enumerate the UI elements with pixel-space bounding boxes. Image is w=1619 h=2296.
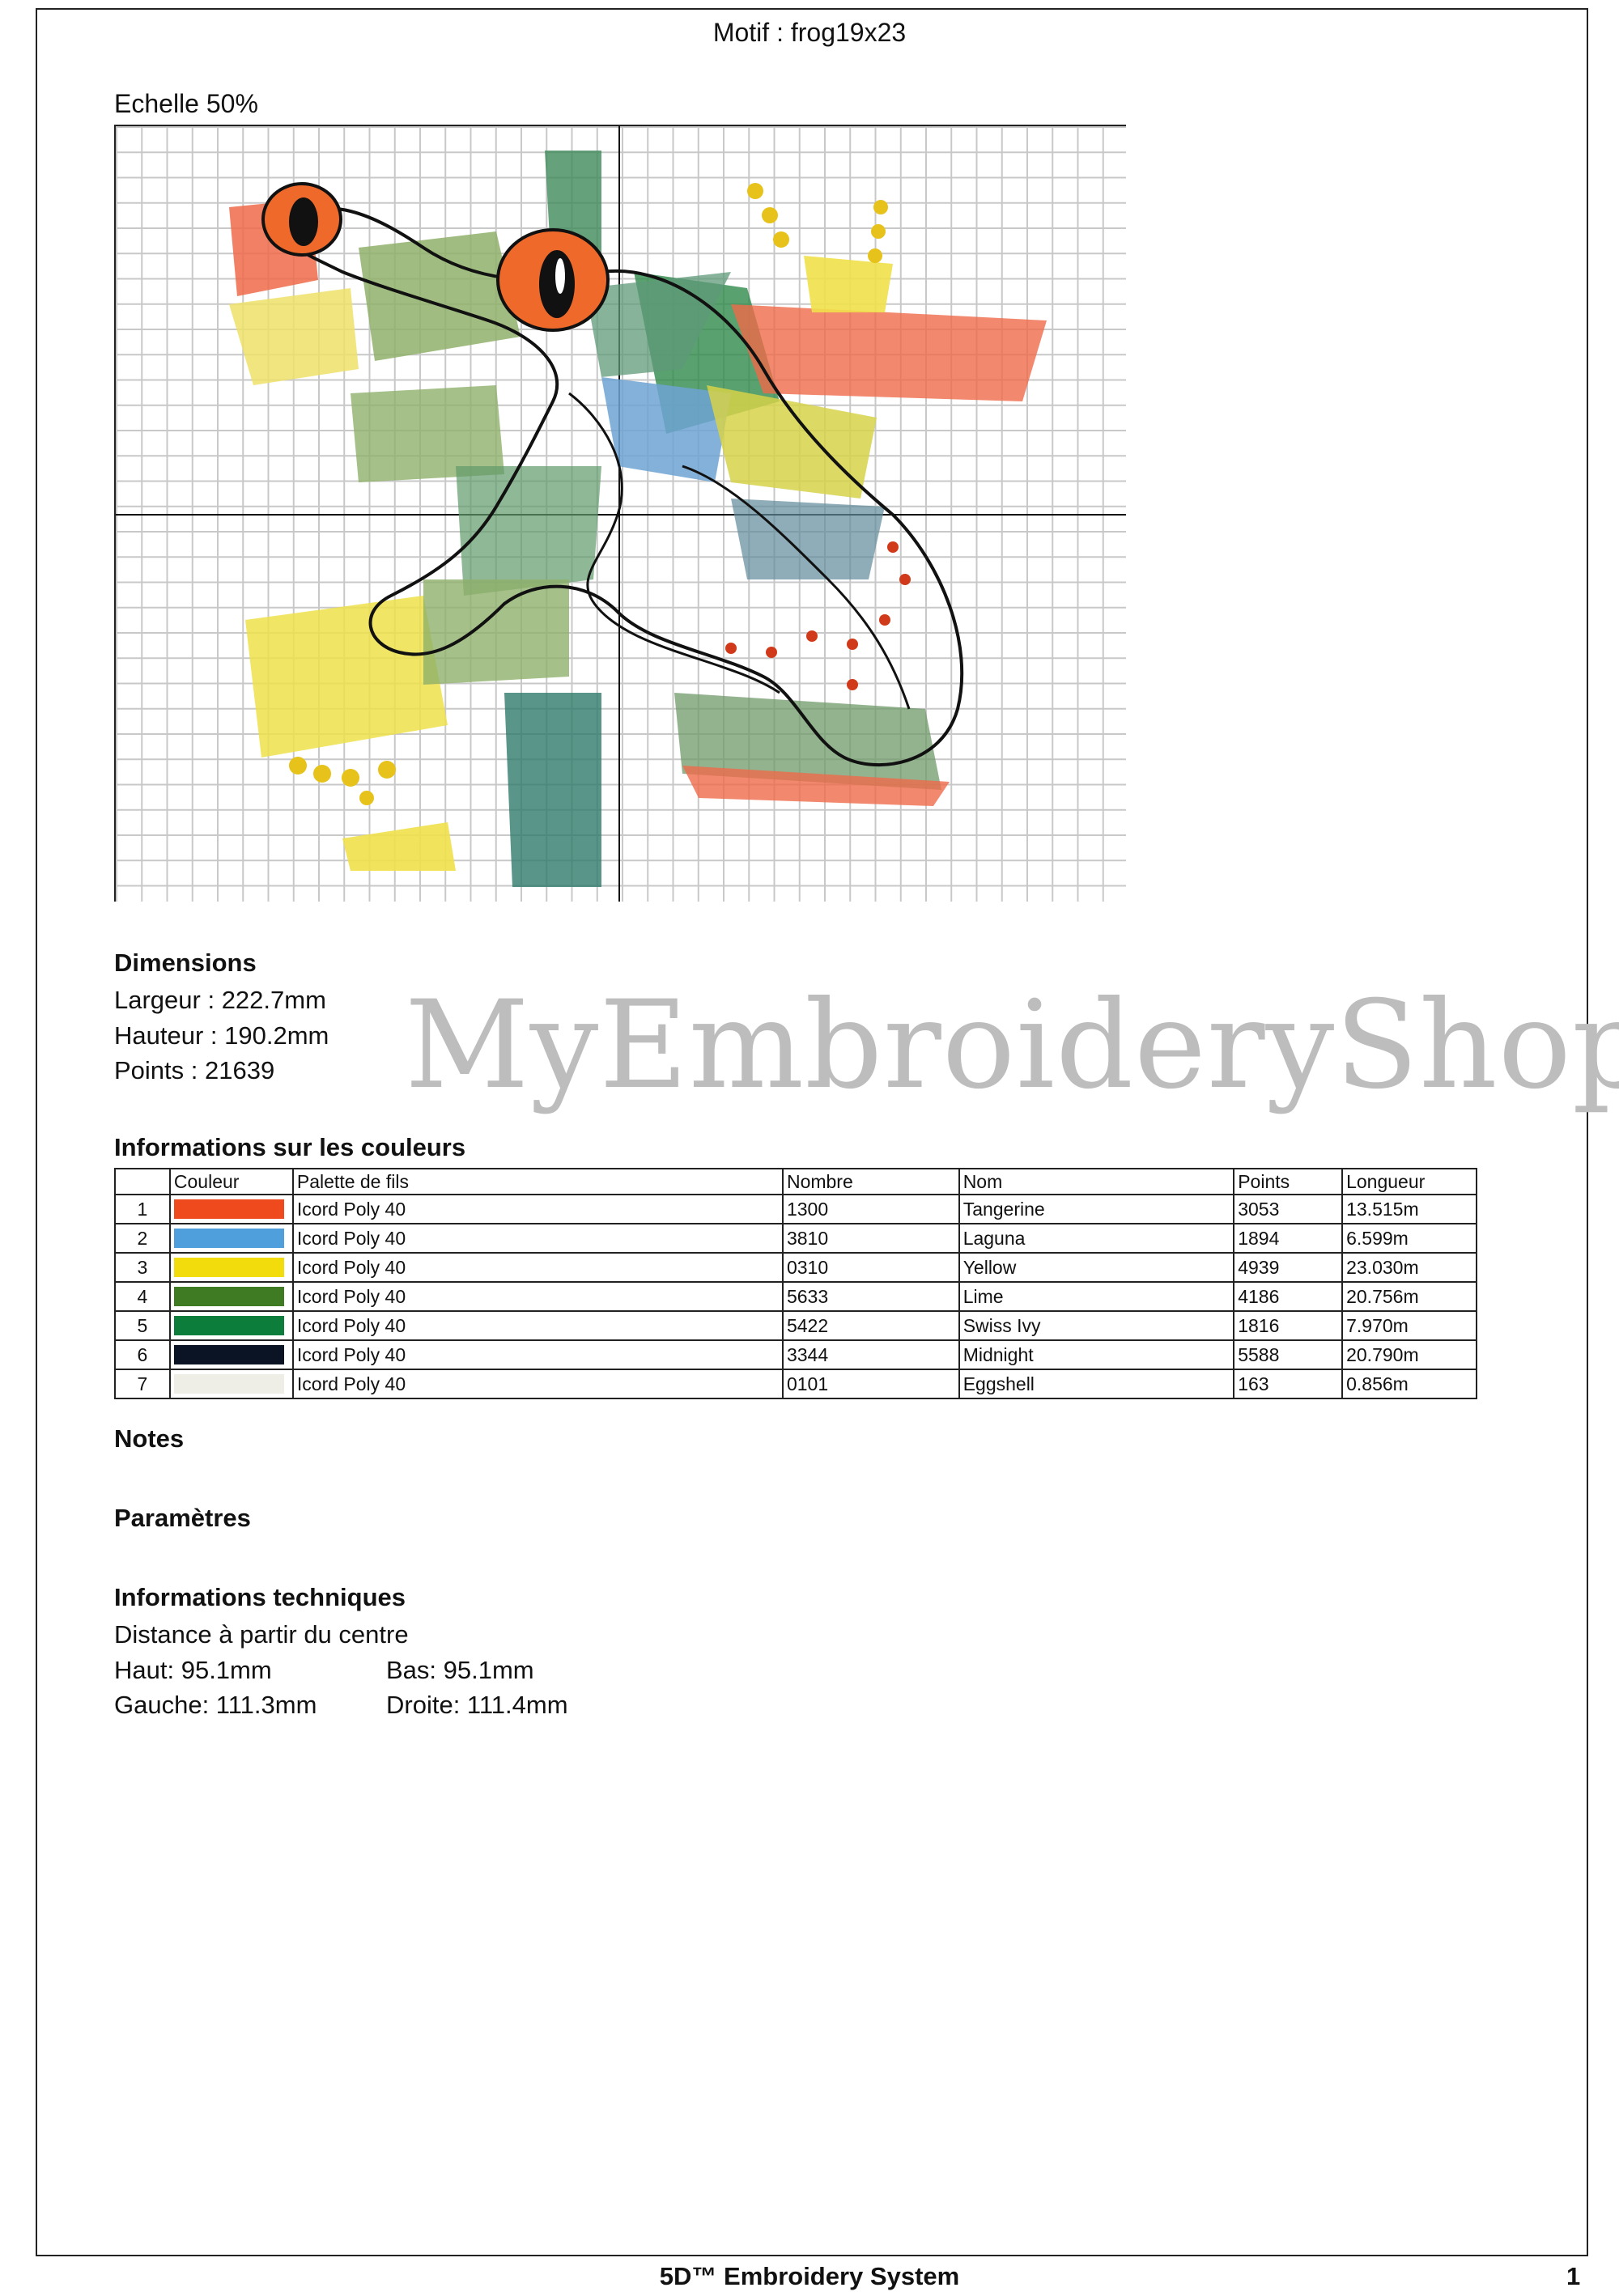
row-palette: Icord Poly 40 (291, 1369, 784, 1399)
row-palette: Icord Poly 40 (291, 1339, 784, 1370)
row-index: 3 (114, 1252, 171, 1283)
width-value: Largeur : 222.7mm (114, 986, 326, 1014)
row-palette: Icord Poly 40 (291, 1281, 784, 1312)
row-palette: Icord Poly 40 (291, 1194, 784, 1224)
points-value: Points : 21639 (114, 1056, 275, 1084)
row-number: 0310 (781, 1252, 960, 1283)
footer-system: 5D™ Embroidery System (659, 2262, 960, 2290)
row-index: 5 (114, 1310, 171, 1341)
row-points: 1816 (1233, 1310, 1344, 1341)
notes-title: Notes (114, 1424, 185, 1453)
row-length: 20.756m (1341, 1281, 1477, 1312)
color-swatch (168, 1252, 294, 1283)
row-number: 0101 (781, 1369, 960, 1399)
color-swatch (168, 1194, 294, 1224)
colors-title: Informations sur les couleurs (114, 1133, 466, 1161)
col-palette: Palette de fils (291, 1168, 784, 1195)
row-length: 6.599m (1341, 1223, 1477, 1254)
col-longueur: Longueur (1341, 1168, 1477, 1195)
thread-color-swatch (173, 1199, 284, 1219)
col-index (114, 1168, 171, 1195)
row-length: 13.515m (1341, 1194, 1477, 1224)
thread-color-swatch (173, 1287, 284, 1306)
row-number: 5633 (781, 1281, 960, 1312)
left-distance: Gauche: 111.3mm (114, 1691, 317, 1719)
row-name: Swiss Ivy (958, 1310, 1235, 1341)
row-number: 1300 (781, 1194, 960, 1224)
row-index: 7 (114, 1369, 171, 1399)
row-points: 163 (1233, 1369, 1344, 1399)
color-swatch (168, 1281, 294, 1312)
row-number: 5422 (781, 1310, 960, 1341)
thread-color-swatch (173, 1374, 284, 1394)
frog-embroidery-image (116, 126, 1126, 902)
thread-color-swatch (173, 1345, 284, 1364)
row-length: 20.790m (1341, 1339, 1477, 1370)
page-frame (36, 8, 1588, 2256)
row-points: 4186 (1233, 1281, 1344, 1312)
row-points: 5588 (1233, 1339, 1344, 1370)
row-index: 6 (114, 1339, 171, 1370)
row-name: Yellow (958, 1252, 1235, 1283)
page-number: 1 (1566, 2262, 1581, 2290)
row-index: 1 (114, 1194, 171, 1224)
right-distance: Droite: 111.4mm (386, 1691, 568, 1719)
top-distance: Haut: 95.1mm (114, 1656, 272, 1684)
row-points: 3053 (1233, 1194, 1344, 1224)
distance-subtitle: Distance à partir du centre (114, 1620, 409, 1649)
row-name: Tangerine (958, 1194, 1235, 1224)
motif-title: Motif : frog19x23 (712, 18, 907, 47)
height-value: Hauteur : 190.2mm (114, 1021, 329, 1050)
color-swatch (168, 1369, 294, 1399)
row-name: Lime (958, 1281, 1235, 1312)
color-swatch (168, 1339, 294, 1370)
row-points: 1894 (1233, 1223, 1344, 1254)
row-palette: Icord Poly 40 (291, 1310, 784, 1341)
row-name: Laguna (958, 1223, 1235, 1254)
row-number: 3810 (781, 1223, 960, 1254)
design-preview (114, 125, 1126, 902)
row-length: 23.030m (1341, 1252, 1477, 1283)
thread-color-swatch (173, 1229, 284, 1248)
row-palette: Icord Poly 40 (291, 1252, 784, 1283)
bottom-distance: Bas: 95.1mm (386, 1656, 534, 1684)
scale-label: Echelle 50% (114, 89, 258, 118)
col-nombre: Nombre (781, 1168, 960, 1195)
color-table-header: Couleur Palette de fils Nombre Nom Point… (114, 1168, 1477, 1195)
dimensions-title: Dimensions (114, 949, 257, 977)
col-nom: Nom (958, 1168, 1235, 1195)
col-points: Points (1233, 1168, 1344, 1195)
row-length: 7.970m (1341, 1310, 1477, 1341)
params-title: Paramètres (114, 1504, 251, 1532)
row-number: 3344 (781, 1339, 960, 1370)
thread-color-swatch (173, 1316, 284, 1335)
row-name: Eggshell (958, 1369, 1235, 1399)
color-swatch (168, 1223, 294, 1254)
tech-title: Informations techniques (114, 1583, 406, 1611)
row-palette: Icord Poly 40 (291, 1223, 784, 1254)
watermark-text: MyEmbroideryShop (405, 975, 1619, 1116)
color-table: Couleur Palette de fils Nombre Nom Point… (114, 1168, 1477, 1399)
thread-color-swatch (173, 1258, 284, 1277)
row-points: 4939 (1233, 1252, 1344, 1283)
row-name: Midnight (958, 1339, 1235, 1370)
row-index: 4 (114, 1281, 171, 1312)
col-couleur: Couleur (168, 1168, 294, 1195)
row-index: 2 (114, 1223, 171, 1254)
row-length: 0.856m (1341, 1369, 1477, 1399)
color-swatch (168, 1310, 294, 1341)
